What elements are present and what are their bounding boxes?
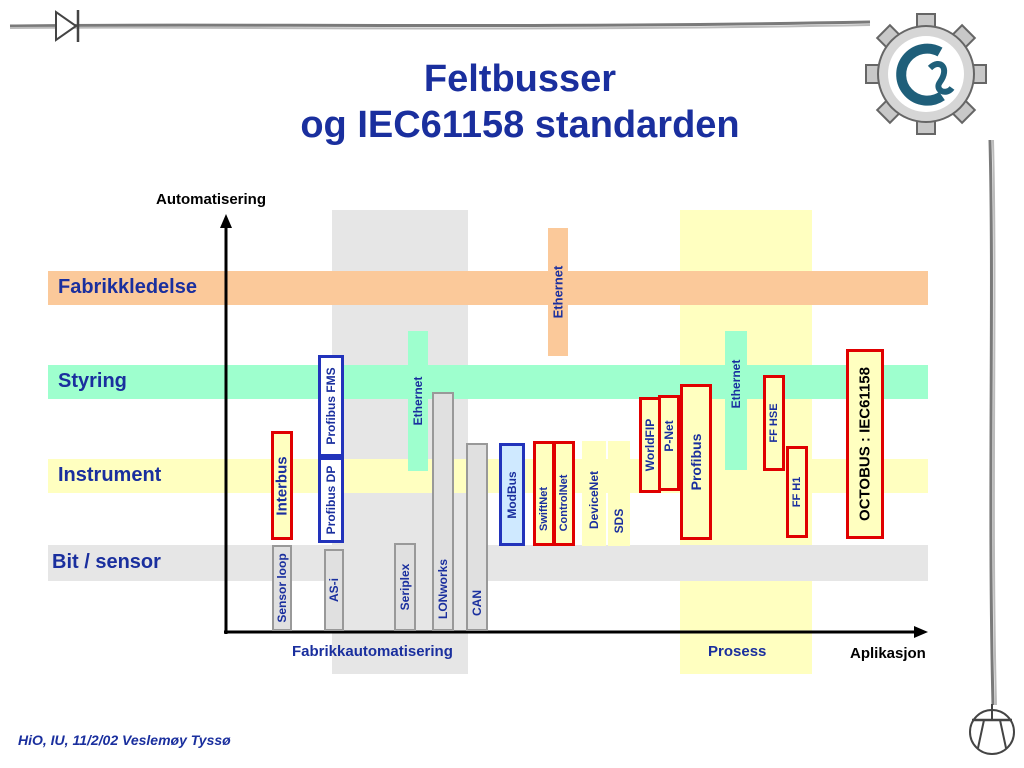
band-fabrikkledelse	[48, 271, 928, 305]
x-region-label-prosess: Prosess	[708, 643, 767, 660]
bus-controlnet: ControlNet	[553, 441, 575, 546]
bus-ethernet-2-label: Ethernet	[550, 265, 566, 319]
level-label-styring: Styring	[58, 370, 127, 392]
bus-octobus-label: OCTOBUS : IEC61158	[856, 367, 874, 521]
x-region-label-fabrikk: Fabrikkautomatisering	[292, 643, 453, 660]
bus-sensor-loop: Sensor loop	[272, 545, 292, 631]
bus-profibus: Profibus	[680, 384, 712, 540]
bus-devicenet-label: DeviceNet	[587, 470, 601, 529]
band-bit-sensor	[48, 545, 928, 581]
bus-modbus: ModBus	[499, 443, 525, 546]
bus-ff-h1-label: FF H1	[791, 476, 803, 508]
bus-can: CAN	[466, 443, 488, 631]
bus-p-net-label: P-Net	[662, 420, 676, 452]
bus-profibus-fms-label: Profibus FMS	[324, 367, 338, 445]
footer-credit: HiO, IU, 11/2/02 Veslemøy Tyssø	[18, 732, 231, 748]
bus-p-net: P-Net	[658, 395, 680, 491]
level-label-fabrikkledelse: Fabrikkledelse	[58, 276, 197, 298]
page-title: Feltbusser og IEC61158 standarden	[200, 56, 840, 148]
bus-ff-hse: FF HSE	[763, 375, 785, 471]
bus-profibus-dp-label: Profibus DP	[324, 465, 338, 535]
bus-sensor-loop-label: Sensor loop	[275, 553, 289, 623]
bus-worldfip-label: WorldFIP	[643, 418, 657, 472]
bus-modbus-label: ModBus	[505, 470, 519, 519]
y-axis-label: Automatisering	[156, 191, 267, 208]
gear-logo-icon	[865, 13, 987, 135]
bus-ethernet-3: Ethernet	[725, 331, 747, 470]
bus-swiftnet: SwiftNet	[533, 441, 555, 546]
bus-ff-hse-label: FF HSE	[768, 403, 780, 443]
bus-octobus: OCTOBUS : IEC61158	[846, 349, 884, 539]
diode-icon	[55, 10, 80, 42]
bus-sds-label: SDS	[612, 508, 626, 534]
x-axis-label: Aplikasjon	[850, 645, 926, 662]
bus-swiftnet-label: SwiftNet	[538, 487, 550, 532]
bus-ethernet-1: Ethernet	[408, 331, 428, 471]
transistor-icon	[969, 704, 1015, 755]
title-line-1: Feltbusser	[423, 58, 617, 100]
bus-interbus: Interbus	[271, 431, 293, 540]
level-label-instrument: Instrument	[58, 464, 162, 486]
bus-as-i-label: AS-i	[327, 578, 341, 602]
bus-lonworks: LONworks	[432, 392, 454, 631]
bus-sds: SDS	[608, 441, 630, 546]
bus-profibus-fms: Profibus FMS	[318, 355, 344, 457]
bus-controlnet-label: ControlNet	[558, 474, 570, 532]
bus-profibus-dp: Profibus DP	[318, 457, 344, 543]
bus-ff-h1: FF H1	[786, 446, 808, 538]
bus-devicenet: DeviceNet	[582, 441, 606, 546]
bus-seriplex: Seriplex	[394, 543, 416, 631]
bus-as-i: AS-i	[324, 549, 344, 631]
bus-interbus-label: Interbus	[273, 455, 291, 516]
bus-can-label: CAN	[470, 590, 484, 617]
bus-profibus-label: Profibus	[688, 433, 704, 491]
title-line-2: og IEC61158 standarden	[300, 104, 740, 146]
level-label-bit-sensor: Bit / sensor	[52, 551, 161, 573]
bus-lonworks-label: LONworks	[436, 559, 450, 620]
bus-ethernet-3-label: Ethernet	[729, 359, 743, 409]
bus-ethernet-1-label: Ethernet	[411, 376, 425, 426]
bus-ethernet-2: Ethernet	[548, 228, 568, 356]
bus-seriplex-label: Seriplex	[398, 563, 412, 611]
